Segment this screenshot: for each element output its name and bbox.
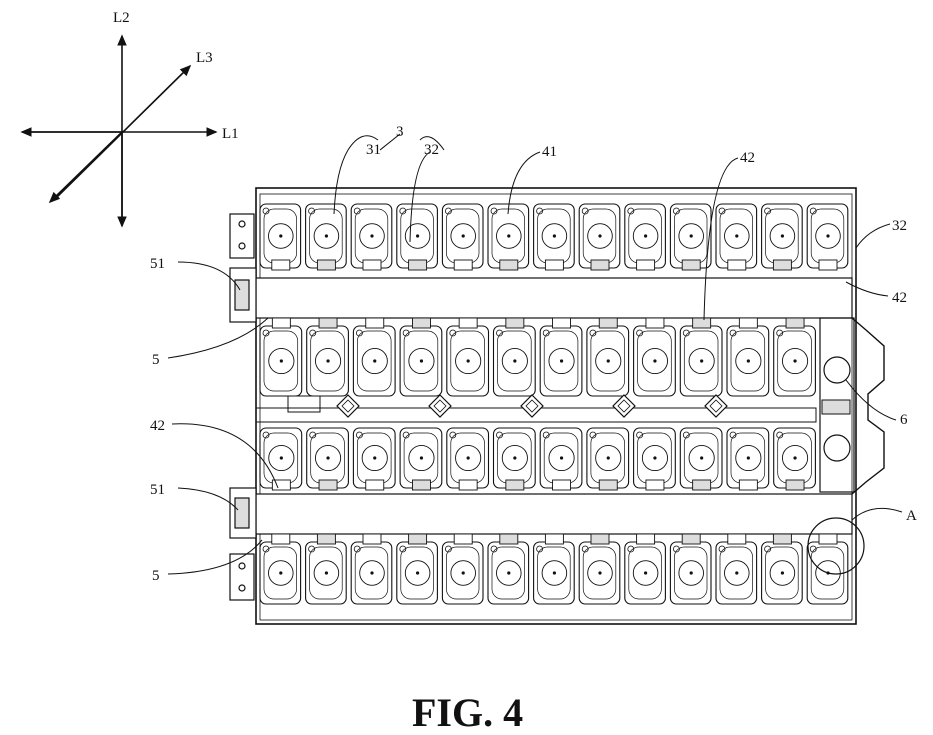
battery-cell bbox=[634, 318, 676, 396]
battery-cell bbox=[260, 534, 301, 604]
battery-cell bbox=[351, 534, 392, 604]
label-32-right: 32 bbox=[892, 218, 907, 234]
battery-cell bbox=[488, 534, 529, 604]
leader-42-left bbox=[172, 424, 278, 488]
battery-cell bbox=[540, 428, 582, 490]
label-31: 31 bbox=[366, 142, 381, 158]
leader-a bbox=[852, 508, 902, 520]
part-6-circle bbox=[824, 357, 850, 383]
battery-cell bbox=[625, 204, 666, 270]
battery-cell bbox=[447, 428, 489, 490]
lower-channel bbox=[256, 494, 852, 534]
label-42-left: 42 bbox=[150, 418, 165, 434]
upper-channel bbox=[256, 278, 852, 318]
battery-cell bbox=[447, 318, 489, 396]
battery-cell bbox=[579, 204, 620, 270]
battery-cell bbox=[397, 204, 438, 270]
battery-cell bbox=[494, 428, 536, 490]
label-42-top: 42 bbox=[740, 150, 755, 166]
marking-plate bbox=[288, 396, 320, 412]
leader-51-lower bbox=[178, 488, 238, 510]
label-3: 3 bbox=[396, 124, 404, 140]
leader-32-right bbox=[856, 224, 890, 248]
battery-cell bbox=[634, 428, 676, 490]
battery-cell bbox=[727, 428, 769, 490]
battery-cell bbox=[260, 318, 302, 396]
battery-cell bbox=[351, 204, 392, 270]
figure-caption: FIG. 4 bbox=[412, 690, 523, 730]
part-6-terminal bbox=[822, 400, 850, 414]
label-41: 41 bbox=[542, 144, 557, 160]
battery-cell bbox=[587, 318, 629, 396]
battery-cell bbox=[540, 318, 582, 396]
battery-cell bbox=[494, 318, 536, 396]
battery-cell bbox=[260, 204, 301, 270]
battery-cell bbox=[353, 318, 395, 396]
battery-cell bbox=[400, 318, 442, 396]
diamond-connectors bbox=[337, 395, 727, 417]
leader-5-upper bbox=[168, 318, 268, 358]
battery-cell bbox=[534, 534, 575, 604]
axis-l3-back bbox=[50, 132, 122, 202]
label-42-right: 42 bbox=[892, 290, 907, 306]
battery-cell bbox=[534, 204, 575, 270]
battery-cell bbox=[670, 534, 711, 604]
battery-cell bbox=[306, 534, 347, 604]
battery-cell bbox=[260, 428, 302, 490]
diamond-connector bbox=[705, 395, 727, 417]
label-51-lower: 51 bbox=[150, 482, 165, 498]
axis-indicator bbox=[22, 36, 216, 226]
battery-cell bbox=[307, 428, 349, 490]
connector-pins bbox=[235, 280, 249, 310]
battery-cell bbox=[774, 428, 816, 490]
battery-cell bbox=[807, 204, 848, 270]
diamond-connector bbox=[613, 395, 635, 417]
tab-hole bbox=[239, 221, 245, 227]
axis-l2-label: L2 bbox=[113, 10, 130, 26]
battery-cell bbox=[680, 318, 722, 396]
battery-cell bbox=[400, 428, 442, 490]
connector-pins bbox=[235, 498, 249, 528]
diamond-connector bbox=[337, 395, 359, 417]
label-5-lower: 5 bbox=[152, 568, 160, 584]
battery-cell bbox=[716, 534, 757, 604]
battery-cell bbox=[306, 204, 347, 270]
battery-cell bbox=[353, 428, 395, 490]
axis-l3-label: L3 bbox=[196, 50, 213, 66]
battery-cell bbox=[774, 318, 816, 396]
battery-cell bbox=[442, 534, 483, 604]
label-5-upper: 5 bbox=[152, 352, 160, 368]
battery-cell bbox=[762, 204, 803, 270]
battery-cell bbox=[579, 534, 620, 604]
battery-cell bbox=[397, 534, 438, 604]
battery-cell bbox=[587, 428, 629, 490]
battery-cell bbox=[625, 534, 666, 604]
tab-hole bbox=[239, 243, 245, 249]
tab-hole bbox=[239, 563, 245, 569]
label-51-upper: 51 bbox=[150, 256, 165, 272]
diamond-connector bbox=[521, 395, 543, 417]
battery-cell bbox=[727, 318, 769, 396]
label-a: A bbox=[906, 508, 917, 524]
left-tabs bbox=[230, 214, 256, 600]
diamond-connector bbox=[429, 395, 451, 417]
part-6-circle bbox=[824, 435, 850, 461]
label-32-top: 32 bbox=[424, 142, 439, 158]
battery-cell bbox=[762, 534, 803, 604]
battery-cell bbox=[807, 534, 848, 604]
battery-cell bbox=[716, 204, 757, 270]
battery-cell bbox=[442, 204, 483, 270]
label-6: 6 bbox=[900, 412, 908, 428]
battery-cell bbox=[307, 318, 349, 396]
axis-l1-label: L1 bbox=[222, 126, 239, 142]
battery-cell bbox=[680, 428, 722, 490]
tab-hole bbox=[239, 585, 245, 591]
battery-cell bbox=[670, 204, 711, 270]
